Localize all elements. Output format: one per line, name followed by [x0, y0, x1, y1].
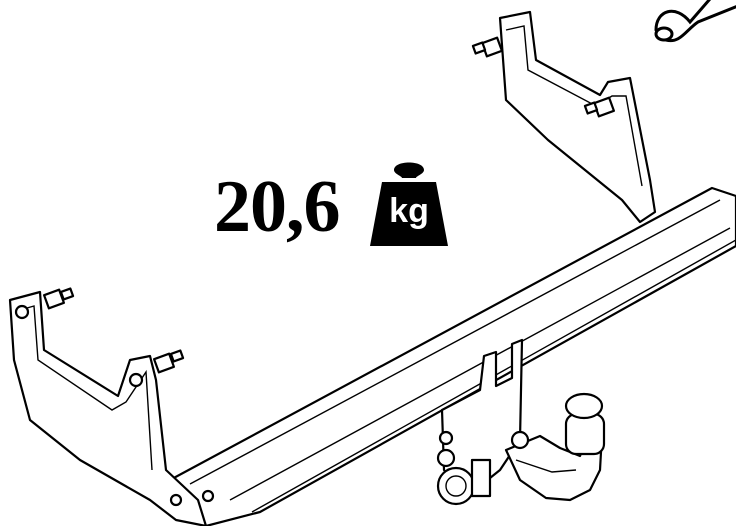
- bolt-icon: [583, 96, 616, 118]
- bolt-icon: [42, 287, 75, 310]
- scissors-icon: [654, 0, 736, 43]
- socket-icon: [436, 458, 492, 506]
- weight-icon: [370, 162, 448, 246]
- tow-ball-icon: [564, 392, 606, 456]
- weight-unit: kg: [389, 192, 429, 230]
- bolt-icon: [471, 36, 504, 58]
- weight-value: 20,6: [214, 166, 340, 248]
- bolt-icon: [152, 349, 185, 374]
